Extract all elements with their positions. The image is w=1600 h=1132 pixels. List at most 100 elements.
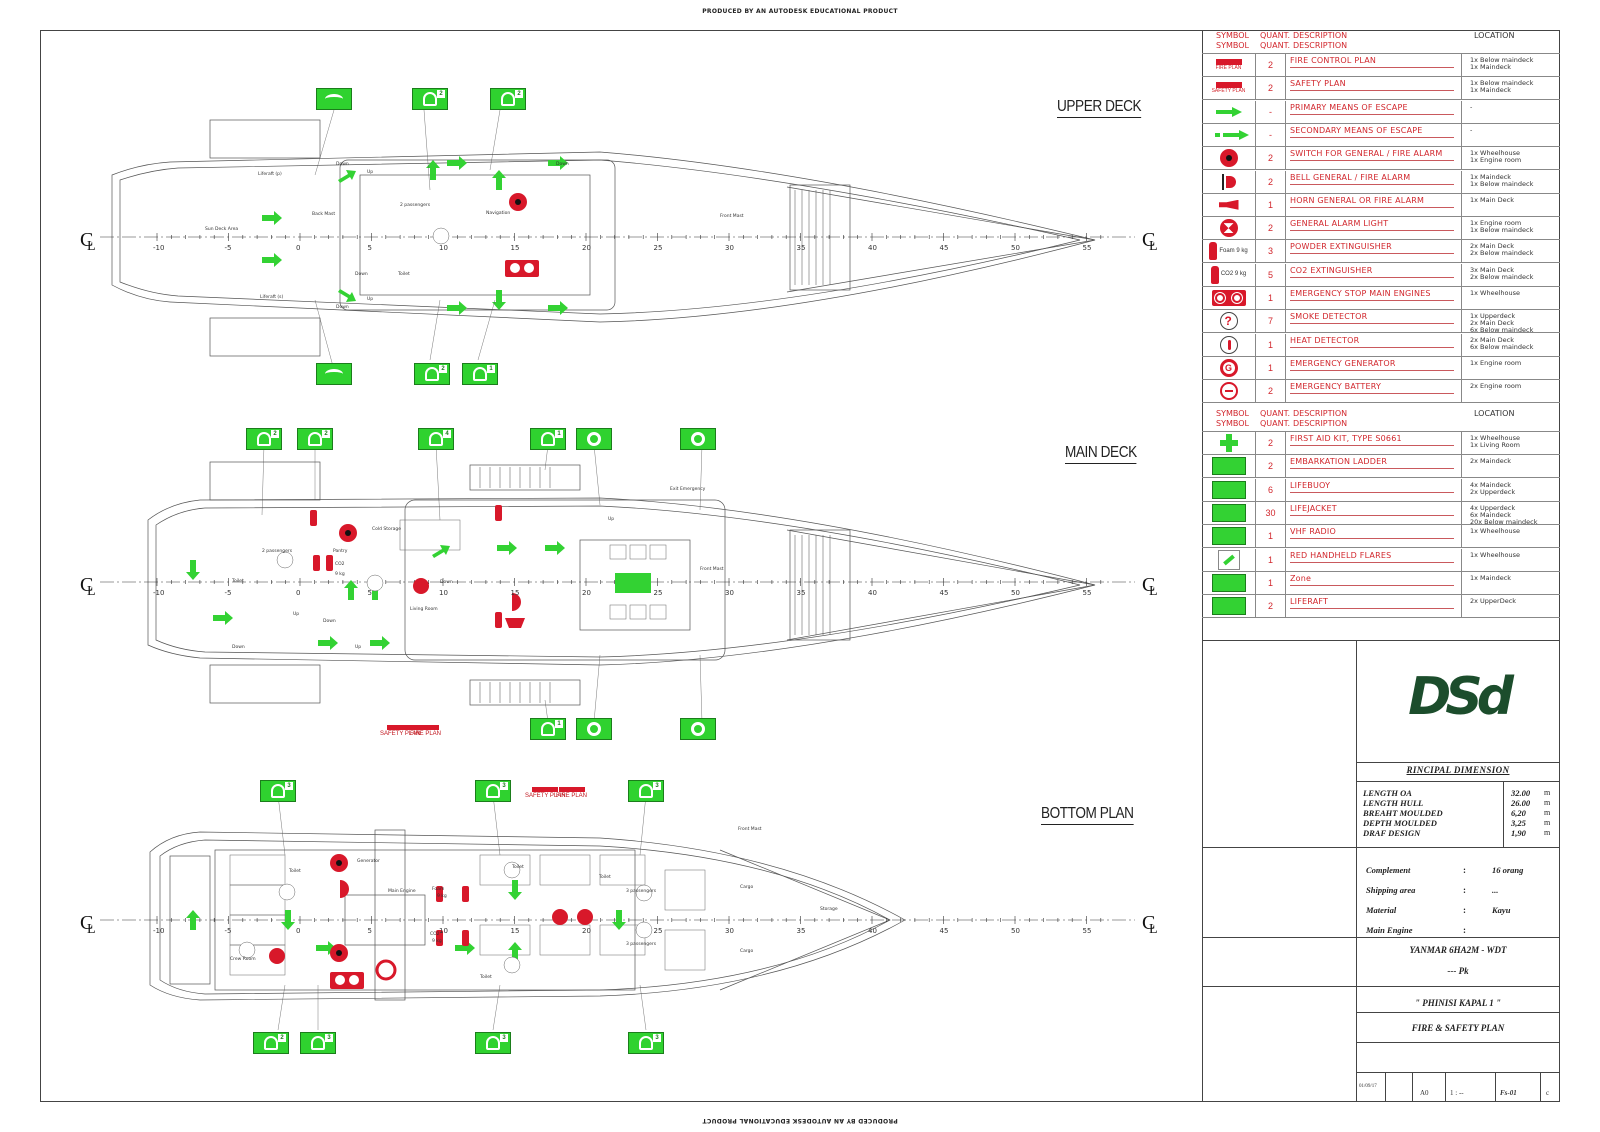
- lifebuoy-sign: [576, 718, 612, 740]
- legend-header-location: LOCATION: [1474, 409, 1515, 418]
- legend-quantity: 2: [1256, 170, 1286, 193]
- frame-tick-label: 0: [296, 589, 300, 597]
- frame-tick-label: 30: [725, 244, 734, 252]
- room-label-bottom: Foam: [432, 886, 444, 892]
- lifejacket-sign: 2: [490, 88, 526, 110]
- cl-main-left: C: [80, 574, 93, 596]
- frame-tick-label: -5: [225, 589, 232, 597]
- frame-tick-label: 10: [439, 244, 448, 252]
- legend-location: 2x Maindeck: [1470, 457, 1512, 466]
- frame-tick-label: 20: [582, 244, 591, 252]
- legend-symbol: [1202, 478, 1256, 501]
- dimension-label: LENGTH OA: [1363, 788, 1412, 798]
- frame-tick-label: 40: [868, 589, 877, 597]
- frame-tick-label: 35: [797, 589, 806, 597]
- svg-text:L: L: [1149, 584, 1158, 599]
- room-label-bottom: Toilet: [598, 874, 611, 880]
- room-label-main: Toilet: [231, 578, 244, 584]
- frame-tick-label: 30: [725, 589, 734, 597]
- legend-quantity: 5: [1256, 263, 1286, 286]
- room-label-bottom: Crew Room: [230, 956, 256, 962]
- frame-tick-label: -10: [153, 927, 164, 935]
- frame-tick-label: -10: [153, 244, 164, 252]
- legend-header-quant: QUANT.QUANT.: [1260, 31, 1291, 50]
- room-label-main: Down: [440, 579, 453, 585]
- fire-plan-callout: FIRE PLAN: [410, 725, 441, 738]
- legend-location: 2x UpperDeck: [1470, 597, 1517, 606]
- legend-quantity: 2: [1256, 595, 1286, 618]
- info-label: Shipping area: [1366, 885, 1416, 895]
- room-label-main: Pantry: [333, 548, 348, 554]
- sheet-date: 01/09/17: [1359, 1084, 1377, 1089]
- legend-description: FIRE CONTROL PLAN: [1290, 54, 1462, 76]
- frame-tick-label: 50: [1011, 244, 1020, 252]
- lifejacket-sign: 3: [628, 1032, 664, 1054]
- legend-description: EMERGENCY STOP MAIN ENGINES: [1290, 287, 1462, 309]
- legend-description: BELL GENERAL / FIRE ALARM: [1290, 170, 1462, 193]
- ladder-sign: 1: [530, 718, 566, 740]
- frame-tick-label: 35: [797, 244, 806, 252]
- room-label-upper: Toilet: [397, 271, 410, 277]
- room-label-bottom: Storage: [820, 906, 838, 912]
- legend-quantity: 1: [1256, 333, 1286, 356]
- dimension-unit: m: [1544, 818, 1551, 827]
- sheet-paper: A0: [1420, 1089, 1429, 1097]
- room-label-upper: Front Mast: [720, 213, 744, 219]
- frame-tick-label: 55: [1083, 589, 1092, 597]
- frame-tick-label: 45: [940, 244, 949, 252]
- legend-location: 1x Wheelhouse: [1470, 527, 1521, 536]
- engine-name: YANMAR 6HA2M - WDT: [1409, 945, 1507, 955]
- legend-quantity: 2: [1256, 54, 1286, 76]
- legend-quantity: 2: [1256, 455, 1286, 478]
- legend-quantity: 2: [1256, 432, 1286, 454]
- legend-symbol: [1202, 100, 1256, 123]
- legend-quantity: 30: [1256, 501, 1286, 524]
- legend-quantity: 3: [1256, 240, 1286, 263]
- vessel-name: " PHINISI KAPAL 1 ": [1414, 998, 1501, 1008]
- liferaft-sign: [316, 88, 352, 110]
- room-label-main: Down: [323, 618, 336, 624]
- legend-quantity: 1: [1256, 193, 1286, 216]
- lifejacket-sign: 3: [260, 780, 296, 802]
- room-label-main: Up: [608, 516, 614, 522]
- bottom-plan-title: BOTTOM PLAN: [1041, 805, 1134, 825]
- room-label-upper: Up: [367, 169, 373, 175]
- info-colon: :: [1463, 925, 1466, 935]
- frame-tick-label: 10: [439, 927, 448, 935]
- drawing-frame: [40, 30, 1560, 1102]
- legend-location: 2x Engine room: [1470, 382, 1522, 391]
- fire-equipment: [238, 193, 653, 989]
- engine-power: --- Pk: [1447, 966, 1469, 976]
- room-label-bottom: 9 kg: [432, 938, 442, 944]
- legend-symbol-text: FIRE PLAN: [1215, 65, 1242, 71]
- room-label-bottom: CO2: [430, 931, 440, 937]
- legend-symbol: [1202, 193, 1256, 216]
- legend-symbol: [1202, 123, 1256, 146]
- room-label-main: Front Mast: [700, 566, 724, 572]
- cl-bottom-left: C: [80, 912, 93, 934]
- legend-symbol: G: [1202, 356, 1256, 379]
- legend-symbol: [1202, 455, 1256, 478]
- room-label-upper: Sun Deck Area: [205, 226, 238, 232]
- legend-quantity: 1: [1256, 548, 1286, 571]
- room-label-bottom: Main Engine: [388, 888, 416, 894]
- svg-text:L: L: [87, 922, 96, 937]
- liferaft-sign: [316, 363, 352, 385]
- room-label-upper: Down: [355, 271, 368, 277]
- frame-tick-label: 55: [1083, 927, 1092, 935]
- info-colon: :: [1463, 885, 1466, 895]
- svg-text:L: L: [87, 239, 96, 254]
- legend-quantity: 6: [1256, 478, 1286, 501]
- room-label-bottom: Toilet: [288, 868, 301, 874]
- legend-symbol: Foam 9 kg: [1202, 240, 1256, 263]
